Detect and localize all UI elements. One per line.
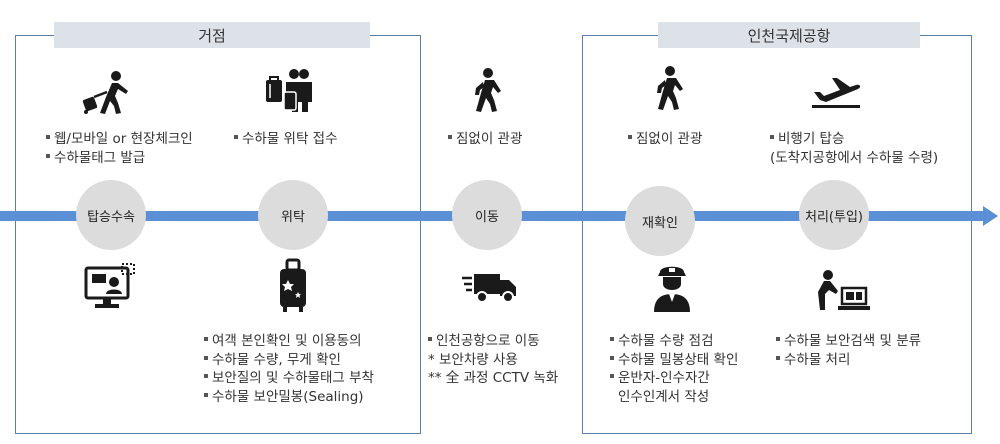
note-line: 수하물 밀봉상태 확인 bbox=[610, 351, 738, 370]
online-checkin-monitor-icon bbox=[84, 262, 136, 316]
airplane-takeoff-icon bbox=[810, 72, 862, 114]
step-move: 이동 bbox=[452, 180, 522, 250]
note-line: 짐없이 관광 bbox=[448, 130, 522, 149]
sealed-suitcase-icon bbox=[278, 258, 308, 318]
base-panel-title: 거점 bbox=[54, 22, 370, 48]
walking-with-luggage-icon bbox=[80, 70, 136, 120]
step-process: 처리(투입) bbox=[799, 180, 869, 250]
airport-panel-title: 인천국제공항 bbox=[658, 22, 920, 48]
security-officer-icon bbox=[652, 264, 692, 318]
baggage-drop-icon bbox=[262, 68, 314, 118]
recheck-top-notes: 짐없이 관광 bbox=[628, 130, 702, 149]
note-line: 수하물 수량 점검 bbox=[610, 332, 738, 351]
baggage-screening-icon bbox=[814, 270, 870, 316]
note-line: 보안질의 및 수하물태그 부착 bbox=[204, 369, 374, 388]
walking-person-icon bbox=[470, 68, 504, 118]
note-line: 비행기 탑승 bbox=[770, 130, 938, 149]
consign-top-notes: 수하물 위탁 접수 bbox=[234, 130, 338, 149]
note-line: (도착지공항에서 수하물 수령) bbox=[770, 149, 939, 166]
note-line: 수하물 보안밀봉(Sealing) bbox=[204, 388, 374, 407]
note-line: 운반자-인수자간 bbox=[610, 369, 738, 388]
process-top-notes: 비행기 탑승 (도착지공항에서 수하물 수령) bbox=[770, 130, 938, 167]
note-line: 인수인계서 작성 bbox=[618, 388, 710, 405]
note-line: 웹/모바일 or 현장체크인 bbox=[46, 130, 193, 149]
timeline-arrowhead bbox=[983, 206, 998, 226]
step-recheck: 재확인 bbox=[625, 186, 695, 256]
note-line: 여객 본인확인 및 이용동의 bbox=[204, 332, 374, 351]
note-line: 수하물태그 발급 bbox=[46, 149, 193, 168]
move-bottom-notes: 인천공항으로 이동 * 보안차량 사용 ** 全 과정 CCTV 녹화 bbox=[428, 332, 558, 388]
note-line: 수하물 수량, 무게 확인 bbox=[204, 351, 374, 370]
recheck-bottom-notes: 수하물 수량 점검 수하물 밀봉상태 확인 운반자-인수자간 인수인계서 작성 bbox=[610, 332, 738, 406]
note-line: 수하물 보안검색 및 분류 bbox=[776, 332, 921, 351]
delivery-truck-icon bbox=[462, 272, 518, 308]
note-line: 수하물 처리 bbox=[776, 351, 921, 370]
consign-bottom-notes: 여객 본인확인 및 이용동의 수하물 수량, 무게 확인 보안질의 및 수하물태… bbox=[204, 332, 374, 406]
note-line: ** 全 과정 CCTV 녹화 bbox=[428, 370, 559, 386]
step-consign: 위탁 bbox=[258, 180, 328, 250]
note-line: 인천공항으로 이동 bbox=[428, 332, 558, 351]
move-top-notes: 짐없이 관광 bbox=[448, 130, 522, 149]
checkin-top-notes: 웹/모바일 or 현장체크인 수하물태그 발급 bbox=[46, 130, 193, 167]
note-line: 수하물 위탁 접수 bbox=[234, 130, 338, 149]
step-checkin: 탑승수속 bbox=[76, 180, 146, 250]
note-line: 짐없이 관광 bbox=[628, 130, 702, 149]
process-bottom-notes: 수하물 보안검색 및 분류 수하물 처리 bbox=[776, 332, 921, 369]
walking-person-icon bbox=[652, 66, 686, 116]
note-line: * 보안차량 사용 bbox=[428, 351, 518, 368]
